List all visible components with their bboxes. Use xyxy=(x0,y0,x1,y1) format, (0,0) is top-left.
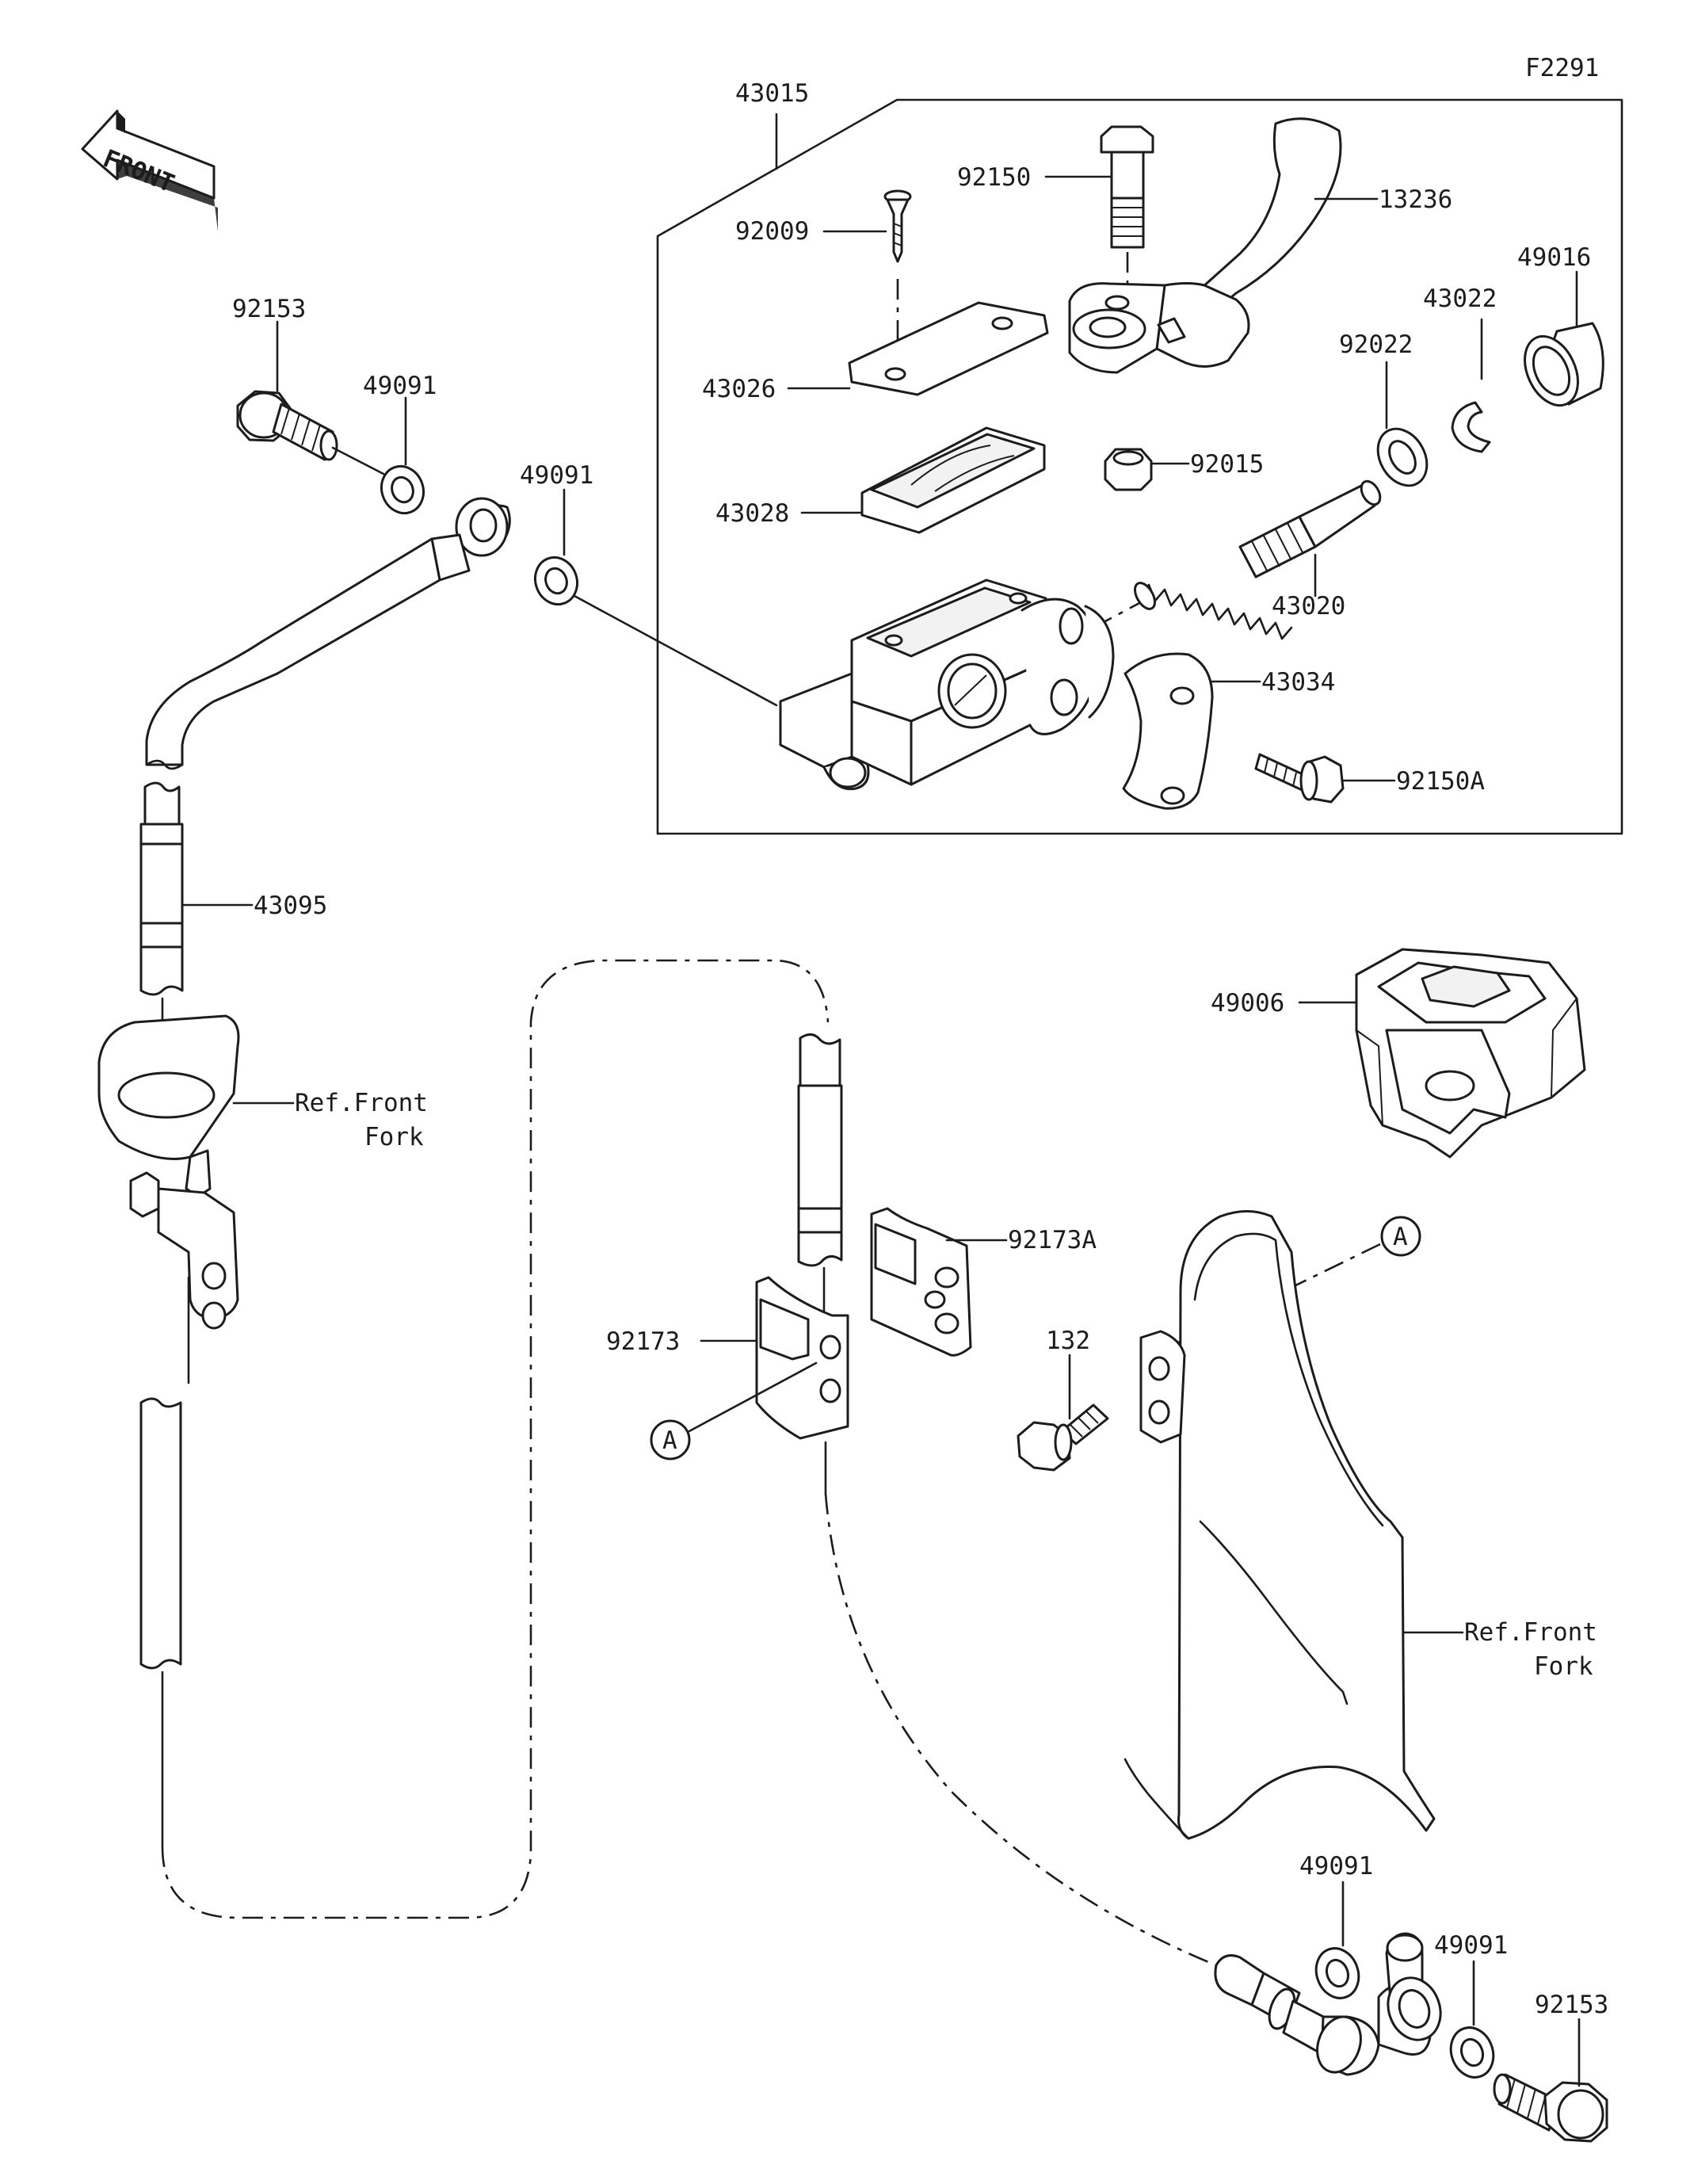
callout-132: 132 xyxy=(1046,1327,1090,1355)
clamp-43034 xyxy=(1122,652,1214,810)
callout-92153-bottom: 92153 xyxy=(1535,1991,1608,2019)
callout-92173: 92173 xyxy=(606,1327,680,1356)
callout-92153-top: 92153 xyxy=(232,295,306,323)
callout-49006: 49006 xyxy=(1211,989,1284,1018)
marker-a-upper-label: A xyxy=(1393,1223,1408,1251)
ref-front-fork-1-line2: Fork xyxy=(364,1123,424,1151)
ref-front-fork-1-line1: Ref.Front xyxy=(295,1089,428,1117)
bolt-92150 xyxy=(1100,125,1154,249)
hose-center xyxy=(797,1033,843,1267)
marker-a-lower-label: A xyxy=(662,1426,677,1455)
banjo-bolt-92153-bottom xyxy=(1493,2073,1608,2143)
callout-49091-top1: 49091 xyxy=(363,372,437,400)
callout-43022: 43022 xyxy=(1423,284,1497,313)
front-fork-right xyxy=(1123,1210,1436,1840)
callout-92022: 92022 xyxy=(1339,330,1413,359)
callout-43095: 43095 xyxy=(254,892,327,920)
fork-mount-tab xyxy=(1139,1330,1186,1444)
callout-43034: 43034 xyxy=(1261,668,1335,697)
nut-92015 xyxy=(1104,448,1153,491)
callout-92150: 92150 xyxy=(957,163,1031,192)
callout-92173A: 92173A xyxy=(1008,1226,1097,1254)
assembly-43015-frame xyxy=(656,98,1623,835)
callout-43026: 43026 xyxy=(702,375,776,403)
cover-43026 xyxy=(848,301,1049,396)
guide-49006 xyxy=(1355,948,1586,1159)
lever-13236 xyxy=(1068,117,1342,374)
callout-43028: 43028 xyxy=(715,499,789,528)
bracket-92173 xyxy=(755,1276,849,1440)
front-arrow-icon: FRONT xyxy=(81,109,218,231)
hose-fitting-bottom xyxy=(1214,1932,1442,2076)
diaphragm-43028 xyxy=(860,426,1046,534)
callout-92150A: 92150A xyxy=(1396,767,1485,796)
callout-49091-bot1: 49091 xyxy=(1299,1852,1373,1880)
callout-13236: 13236 xyxy=(1379,185,1452,214)
bolt-132 xyxy=(1017,1403,1109,1472)
boot-49016 xyxy=(1524,322,1604,407)
marker-a-lower xyxy=(650,1419,691,1460)
ref-front-fork-2-line1: Ref.Front xyxy=(1464,1618,1597,1647)
screw-92009 xyxy=(883,189,912,263)
bracket-92173A xyxy=(870,1207,972,1357)
callout-43015: 43015 xyxy=(735,79,809,108)
callout-92009: 92009 xyxy=(735,217,809,246)
hose-43095 xyxy=(139,497,511,996)
circlip-43022 xyxy=(1451,401,1491,453)
hose-clamp-left xyxy=(97,1014,240,1330)
piston-spring-43020 xyxy=(1134,479,1382,640)
ref-front-fork-2-line2: Fork xyxy=(1534,1652,1593,1681)
banjo-bolt-92153-top xyxy=(236,390,338,461)
callout-49016: 49016 xyxy=(1517,243,1591,272)
bolt-92150A xyxy=(1254,753,1345,804)
master-cylinder-body xyxy=(779,578,1115,791)
callout-43020: 43020 xyxy=(1272,592,1345,620)
callout-49091-bot2: 49091 xyxy=(1434,1931,1508,1960)
hose-lower-left xyxy=(139,1397,182,1670)
figure-code: F2291 xyxy=(1525,54,1599,82)
hose-routing-dashed xyxy=(161,959,830,1919)
callout-92015: 92015 xyxy=(1190,450,1264,479)
callout-49091-top2: 49091 xyxy=(520,461,593,490)
marker-a-upper xyxy=(1380,1216,1421,1257)
